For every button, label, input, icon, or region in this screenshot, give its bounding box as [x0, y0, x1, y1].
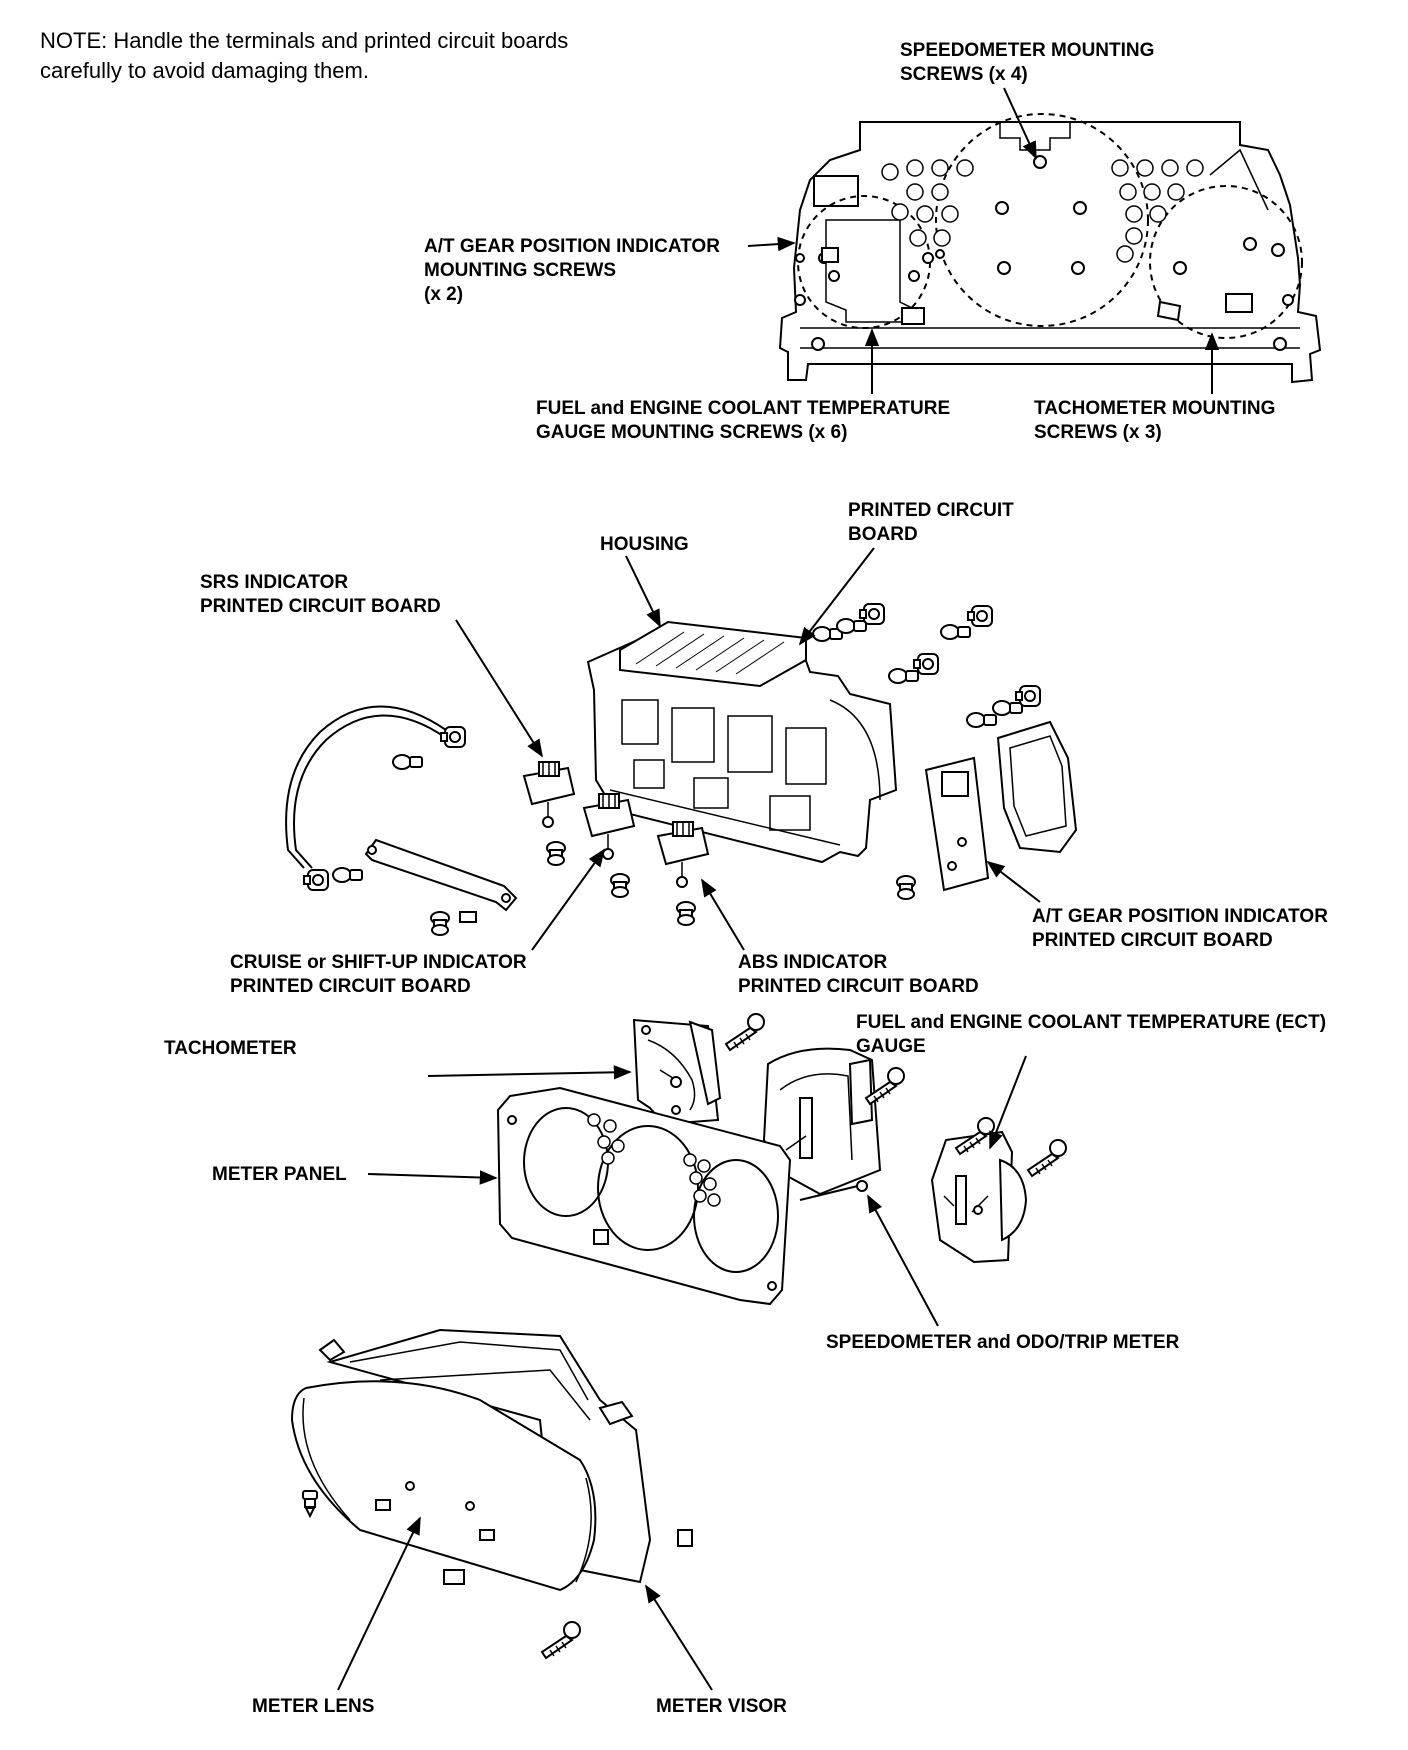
- label-abs-2: PRINTED CIRCUIT BOARD: [738, 976, 979, 997]
- note-line-1: NOTE: Handle the terminals and printed c…: [40, 28, 568, 53]
- tacho-screw: [725, 1013, 765, 1051]
- at-gear-position-pcb: [924, 756, 990, 892]
- label-srs-2: PRINTED CIRCUIT BOARD: [200, 596, 441, 617]
- label-speedometer: SPEEDOMETER and ODO/TRIP METER: [826, 1332, 1180, 1353]
- meter-lens: [290, 1380, 597, 1592]
- fuel-screw-2: [1027, 1139, 1067, 1177]
- housing: [586, 620, 898, 864]
- label-fuel-screws-2: GAUGE MOUNTING SCREWS (x 6): [536, 422, 847, 443]
- arrow-housing: [625, 555, 661, 628]
- label-fuel-gauge-2: GAUGE: [856, 1036, 926, 1057]
- loose-bulb: [459, 911, 477, 923]
- cruise-screw: [610, 873, 630, 898]
- label-meter-lens: METER LENS: [252, 1696, 374, 1717]
- arrow-at-pcb: [986, 860, 1041, 903]
- srs-screw: [546, 841, 566, 866]
- arrow-cruise: [531, 848, 606, 951]
- label-cruise-2: PRINTED CIRCUIT BOARD: [230, 976, 471, 997]
- housing-rear-view: [778, 113, 1322, 384]
- arrow-pcb: [798, 547, 875, 646]
- arrow-tachometer: [427, 1065, 632, 1080]
- bracket-bar: [364, 838, 518, 912]
- lens-screw: [302, 1490, 318, 1517]
- wire-harness: [285, 705, 466, 891]
- speedometer-gauge: [759, 1047, 882, 1201]
- tachometer-gauge: [632, 1018, 722, 1126]
- label-speedometer-screws-1: SPEEDOMETER MOUNTING: [900, 40, 1154, 61]
- arrow-srs: [455, 619, 543, 758]
- label-speedometer-screws-2: SCREWS (x 4): [900, 64, 1028, 85]
- arrow-speedometer: [867, 1194, 939, 1327]
- label-srs-1: SRS INDICATOR: [200, 572, 348, 593]
- label-tacho-screws-2: SCREWS (x 3): [1034, 422, 1162, 443]
- arrow-meter-visor: [645, 1584, 713, 1691]
- label-at-screws-2: MOUNTING SCREWS: [424, 260, 616, 281]
- arrow-speedometer-screws: [1003, 87, 1037, 160]
- fuel-ect-gauge: [930, 1130, 1028, 1264]
- arrow-meter-panel: [367, 1170, 498, 1185]
- loose-screw: [430, 911, 450, 936]
- label-at-screws-1: A/T GEAR POSITION INDICATOR: [424, 236, 720, 257]
- arrow-fuel-gauge: [989, 1055, 1027, 1150]
- label-at-pcb-1: A/T GEAR POSITION INDICATOR: [1032, 906, 1328, 927]
- label-cruise-1: CRUISE or SHIFT-UP INDICATOR: [230, 952, 527, 973]
- label-fuel-screws-1: FUEL and ENGINE COOLANT TEMPERATURE: [536, 398, 950, 419]
- cruise-indicator-pcb: [583, 793, 635, 860]
- label-abs-1: ABS INDICATOR: [738, 952, 887, 973]
- arrow-meter-lens: [337, 1516, 421, 1691]
- visor-screw: [541, 1621, 581, 1659]
- note-line-2: carefully to avoid damaging them.: [40, 58, 369, 83]
- label-at-screws-3: (x 2): [424, 284, 463, 305]
- label-meter-visor: METER VISOR: [656, 1696, 787, 1717]
- meter-panel: [496, 1086, 792, 1306]
- arrow-abs: [701, 878, 745, 951]
- visor-clip: [677, 1529, 693, 1547]
- label-meter-panel: METER PANEL: [212, 1164, 347, 1185]
- label-housing: HOUSING: [600, 534, 689, 555]
- housing-screw: [896, 875, 916, 900]
- arrow-at-screws: [747, 236, 796, 252]
- at-gear-position-cover: [996, 720, 1078, 854]
- label-pcb-1: PRINTED CIRCUIT: [848, 500, 1014, 521]
- label-at-pcb-2: PRINTED CIRCUIT BOARD: [1032, 930, 1273, 951]
- label-pcb-2: BOARD: [848, 524, 918, 545]
- label-fuel-gauge-1: FUEL and ENGINE COOLANT TEMPERATURE (ECT…: [856, 1012, 1326, 1033]
- label-tacho-screws-1: TACHOMETER MOUNTING: [1034, 398, 1275, 419]
- abs-indicator-pcb: [657, 821, 709, 888]
- abs-screw: [676, 901, 696, 926]
- lens-clip: [443, 1569, 465, 1585]
- srs-indicator-pcb: [523, 761, 575, 828]
- label-tachometer: TACHOMETER: [164, 1038, 297, 1059]
